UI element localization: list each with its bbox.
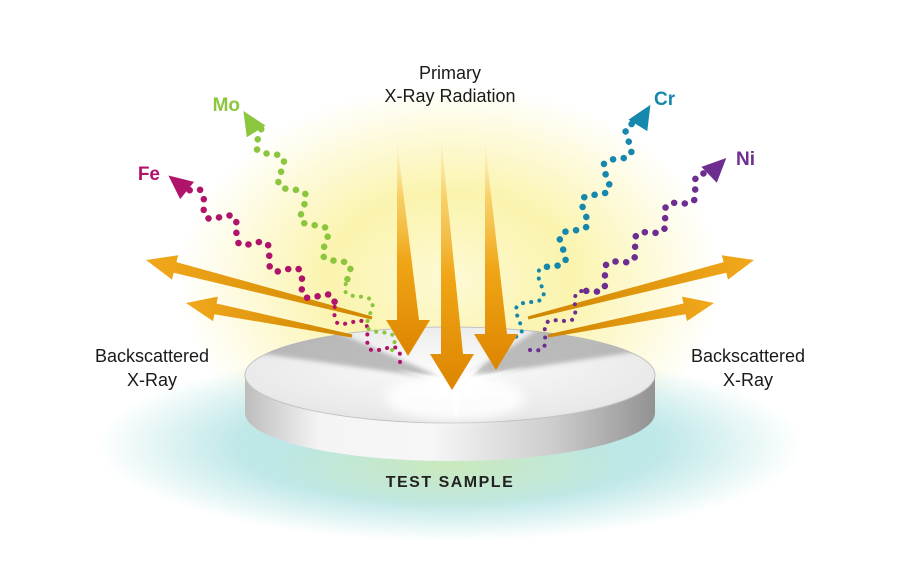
emission-chain-mo	[243, 111, 397, 352]
emission-chain-fe-dots-small	[332, 299, 403, 364]
primary-label-line1: Primary	[419, 63, 481, 83]
emission-chain-cr-dots-small	[506, 264, 549, 340]
backscatter-arrow-left-upper	[146, 255, 373, 320]
backscattered-arrows	[146, 255, 754, 338]
primary-label-line2: X-Ray Radiation	[384, 86, 515, 106]
backscattered-right-line2: X-Ray	[723, 370, 773, 390]
disc-shadow-wedge-right	[462, 328, 648, 378]
primary-beam-arrows	[386, 136, 518, 390]
emission-chain-mo-arrowhead	[243, 111, 266, 138]
test-sample-label: TEST SAMPLE	[386, 474, 515, 491]
emission-chain-mo-dots-small	[342, 277, 397, 352]
element-label-mo: Mo	[213, 95, 240, 116]
fluorescence-chains	[168, 104, 727, 364]
starburst-core	[426, 372, 486, 396]
emission-chain-ni	[528, 158, 727, 353]
emission-chain-cr-arrowhead	[628, 104, 651, 132]
backscattered-right-line1: Backscattered	[691, 346, 805, 366]
emission-chain-cr-dots	[543, 119, 645, 271]
emission-chain-mo-dots	[252, 120, 354, 283]
emission-chain-fe-dots	[177, 185, 338, 305]
backscatter-arrow-left-lower	[186, 296, 353, 338]
backscattered-left-line2: X-Ray	[127, 370, 177, 390]
element-label-fe: Fe	[138, 164, 160, 185]
impact-starburst	[390, 351, 527, 421]
primary-beam-left	[386, 142, 430, 356]
backscatter-arrow-right-lower	[547, 296, 714, 338]
emission-chain-fe	[168, 175, 403, 364]
disc-side	[245, 375, 655, 461]
emission-chain-fe-arrowhead	[168, 175, 194, 200]
emission-chain-ni-arrowhead	[701, 158, 727, 183]
emission-chain-cr	[506, 104, 651, 340]
element-label-ni: Ni	[736, 149, 755, 170]
primary-beam-center	[430, 136, 474, 390]
backscattered-left-line1: Backscattered	[95, 346, 209, 366]
element-label-cr: Cr	[654, 89, 676, 110]
disc-shadow-wedge-left	[250, 330, 448, 380]
emission-chain-ni-dots-small	[528, 288, 589, 353]
backscatter-arrow-right-upper	[527, 255, 754, 320]
primary-beam-right	[474, 142, 518, 370]
